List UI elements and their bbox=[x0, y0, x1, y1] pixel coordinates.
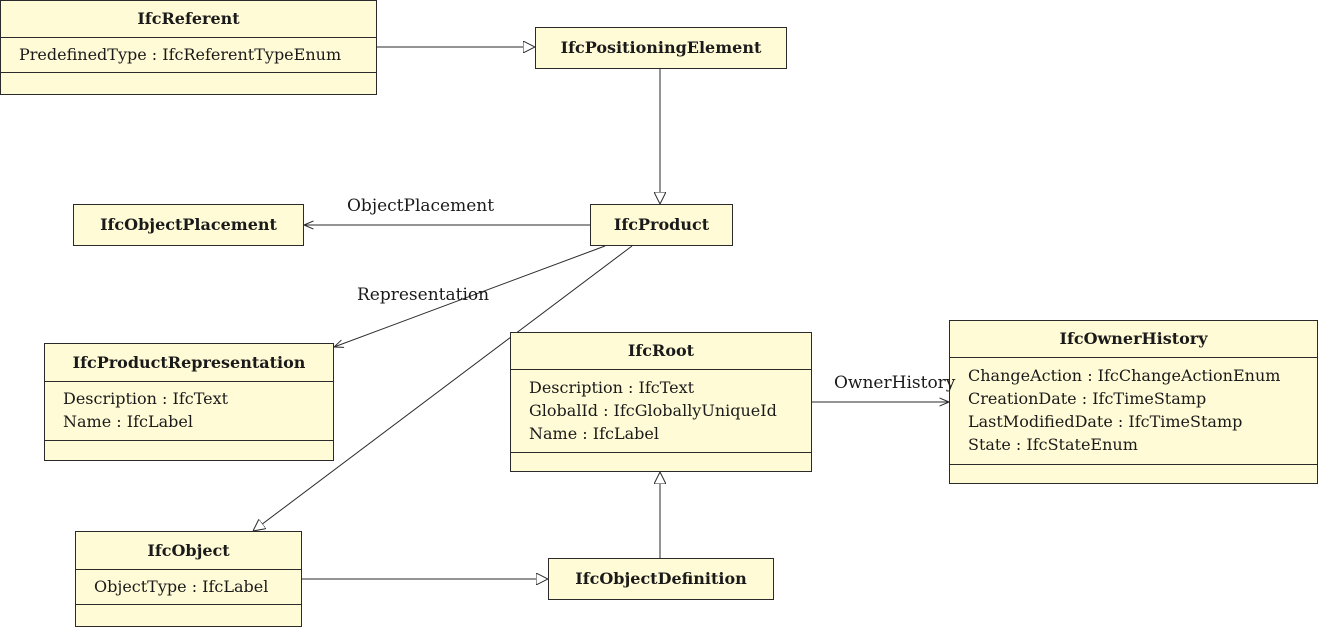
attribute-name: Name : IfcLabel bbox=[63, 412, 193, 431]
attribute-compartment: PredefinedType : IfcReferentTypeEnum bbox=[1, 37, 376, 72]
attribute-description: Description : IfcText bbox=[63, 389, 229, 408]
class-name: IfcProductRepresentation bbox=[72, 353, 306, 372]
class-ifc-owner-history[interactable]: IfcOwnerHistory ChangeAction : IfcChange… bbox=[949, 320, 1318, 484]
association-label-objectplacement: ObjectPlacement bbox=[347, 196, 495, 216]
attribute-compartment: ChangeAction : IfcChangeActionEnum Creat… bbox=[950, 357, 1317, 464]
class-ifc-product-representation[interactable]: IfcProductRepresentation Description : I… bbox=[44, 343, 334, 461]
attribute-state: State : IfcStateEnum bbox=[968, 435, 1138, 454]
attribute-compartment: Description : IfcText GlobalId : IfcGlob… bbox=[511, 369, 811, 452]
class-ifc-product[interactable]: IfcProduct bbox=[590, 204, 733, 246]
operation-compartment bbox=[1, 72, 376, 91]
attribute-objecttype: ObjectType : IfcLabel bbox=[94, 577, 269, 596]
attribute-compartment: Description : IfcText Name : IfcLabel bbox=[45, 381, 333, 440]
class-ifc-positioning-element[interactable]: IfcPositioningElement bbox=[535, 27, 787, 69]
class-ifc-object-placement[interactable]: IfcObjectPlacement bbox=[73, 204, 304, 246]
attribute-lastmodifieddate: LastModifiedDate : IfcTimeStamp bbox=[968, 412, 1243, 431]
class-ifc-root[interactable]: IfcRoot Description : IfcText GlobalId :… bbox=[510, 332, 812, 472]
attribute-compartment: ObjectType : IfcLabel bbox=[76, 569, 301, 604]
attribute-predefinedtype: PredefinedType : IfcReferentTypeEnum bbox=[19, 45, 342, 64]
class-ifc-object[interactable]: IfcObject ObjectType : IfcLabel bbox=[75, 531, 302, 627]
class-name: IfcObjectDefinition bbox=[575, 569, 747, 588]
operation-compartment bbox=[950, 464, 1317, 483]
association-label-ownerhistory: OwnerHistory bbox=[834, 373, 956, 393]
class-name: IfcObjectPlacement bbox=[100, 215, 277, 234]
class-name: IfcReferent bbox=[137, 9, 240, 28]
class-name: IfcProduct bbox=[613, 215, 710, 234]
attribute-changeaction: ChangeAction : IfcChangeActionEnum bbox=[968, 366, 1281, 385]
association-label-representation: Representation bbox=[357, 285, 490, 305]
class-ifc-object-definition[interactable]: IfcObjectDefinition bbox=[548, 558, 774, 600]
class-name: IfcPositioningElement bbox=[560, 38, 762, 57]
class-name: IfcObject bbox=[147, 541, 230, 560]
class-name: IfcRoot bbox=[627, 341, 695, 360]
class-ifc-referent[interactable]: IfcReferent PredefinedType : IfcReferent… bbox=[0, 0, 377, 95]
operation-compartment bbox=[511, 452, 811, 471]
class-name: IfcOwnerHistory bbox=[1059, 329, 1208, 348]
attribute-description: Description : IfcText bbox=[529, 378, 695, 397]
attribute-creationdate: CreationDate : IfcTimeStamp bbox=[968, 389, 1207, 408]
operation-compartment bbox=[76, 604, 301, 623]
attribute-globalid: GlobalId : IfcGloballyUniqueId bbox=[529, 401, 777, 420]
generalization-product-object bbox=[253, 245, 633, 531]
operation-compartment bbox=[45, 440, 333, 459]
association-representation bbox=[334, 245, 606, 347]
attribute-name: Name : IfcLabel bbox=[529, 424, 659, 443]
